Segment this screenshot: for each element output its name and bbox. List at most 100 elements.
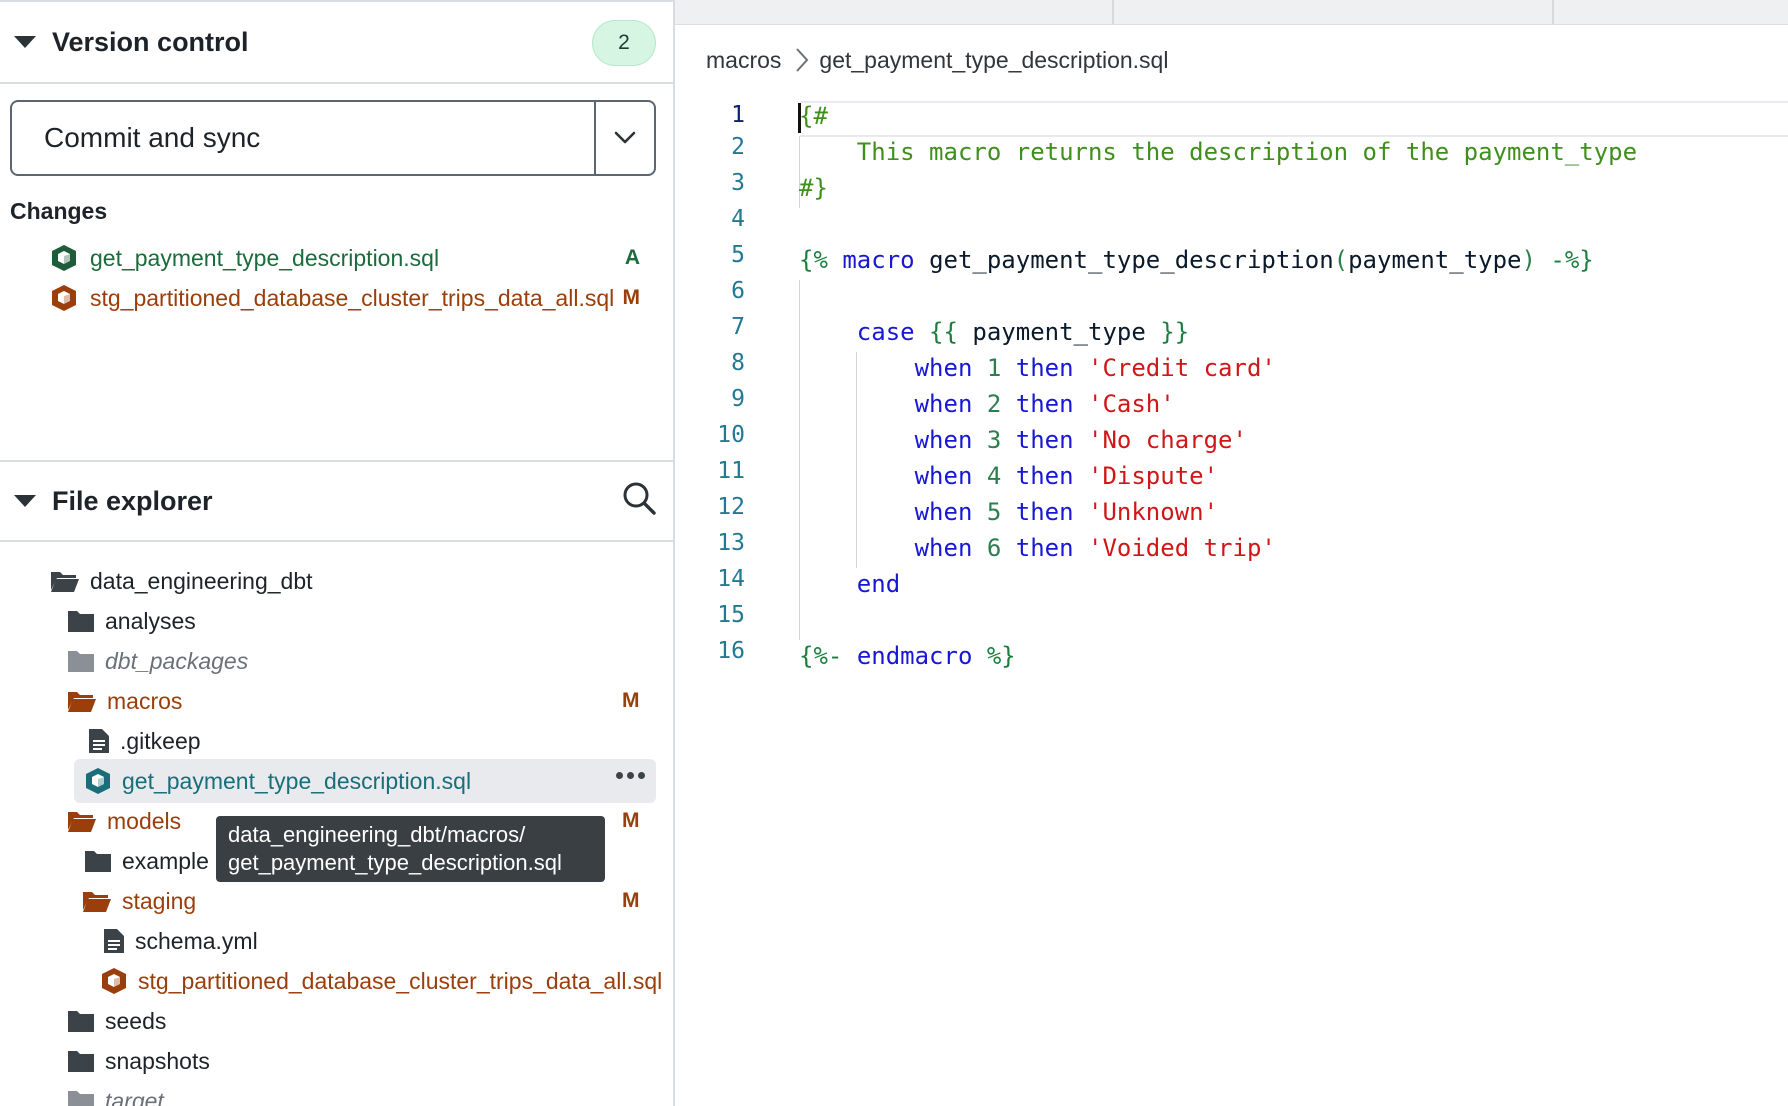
tree-label: target — [105, 1087, 164, 1106]
folder-open-icon — [83, 892, 111, 912]
commit-options-dropdown[interactable] — [594, 102, 654, 174]
tree-file-gitkeep[interactable]: .gitkeep — [88, 722, 201, 760]
indent-guide — [856, 352, 857, 568]
tree-folder-snapshots[interactable]: snapshots — [67, 1042, 210, 1080]
tree-file-schema[interactable]: schema.yml — [103, 922, 258, 960]
line-number: 1 — [731, 102, 745, 128]
tree-file-selected[interactable]: get_payment_type_description.sql — [84, 762, 471, 800]
changed-file-row[interactable]: get_payment_type_description.sql A — [50, 240, 650, 276]
line-number: 15 — [717, 602, 745, 628]
indent-guide — [799, 280, 800, 640]
model-cube-icon — [86, 768, 110, 794]
code-token: {% — [799, 246, 828, 274]
file-explorer-header[interactable]: File explorer — [0, 460, 673, 542]
code-token: then — [1015, 462, 1074, 490]
tree-folder-staging[interactable]: staging M — [82, 882, 647, 920]
code-token: then — [1015, 534, 1074, 562]
code-editor[interactable]: 1 2 3 4 5 6 7 8 9 10 11 12 13 14 15 16 {… — [675, 96, 1788, 1106]
code-token: 5 — [986, 498, 1002, 526]
code-token: then — [1015, 390, 1074, 418]
more-options-icon[interactable] — [616, 772, 645, 779]
model-cube-icon — [52, 245, 76, 271]
left-sidebar: Version control 2 Commit and sync Change… — [0, 0, 675, 1106]
code-token: {{ — [929, 318, 958, 346]
code-token: 'Cash' — [1088, 390, 1175, 418]
code-line: {%- endmacro %} — [799, 642, 1016, 670]
tree-folder-macros[interactable]: macros M — [67, 682, 647, 720]
commit-and-sync-button[interactable]: Commit and sync — [44, 122, 261, 153]
code-token: 'Dispute' — [1088, 462, 1219, 490]
code-token: when — [914, 498, 973, 526]
line-number: 6 — [731, 278, 745, 304]
search-icon[interactable] — [621, 480, 657, 516]
tooltip-line: data_engineering_dbt/macros/ — [228, 822, 526, 847]
chevron-right-icon — [796, 48, 809, 72]
code-token: end — [856, 570, 901, 598]
modified-status-badge: M — [622, 889, 640, 912]
code-token: get_payment_type_description — [929, 246, 1334, 274]
model-cube-icon — [52, 285, 76, 311]
tree-label: dbt_packages — [105, 647, 249, 674]
text-cursor — [798, 103, 801, 133]
code-line: This macro returns the description of th… — [799, 138, 1637, 166]
folder-icon — [68, 651, 94, 672]
folder-icon — [68, 1051, 94, 1072]
file-icon — [89, 729, 109, 753]
tree-label: snapshots — [105, 1047, 210, 1074]
changes-count-badge: 2 — [592, 20, 656, 66]
version-control-header[interactable]: Version control 2 — [0, 0, 673, 84]
code-token: {# — [799, 102, 828, 130]
code-line: when 6 then 'Voided trip' — [799, 534, 1276, 562]
tree-folder-target[interactable]: target — [67, 1082, 164, 1106]
tree-folder-example[interactable]: example — [84, 842, 209, 880]
code-line: {% macro get_payment_type_description(pa… — [799, 246, 1594, 274]
line-number: 7 — [731, 314, 745, 340]
tree-folder-models[interactable]: models M — [67, 802, 647, 840]
code-token: 'Unknown' — [1088, 498, 1219, 526]
tree-label: analyses — [105, 607, 196, 634]
code-line: when 1 then 'Credit card' — [799, 354, 1276, 382]
folder-icon — [68, 1091, 94, 1106]
code-line: #} — [799, 174, 828, 202]
tree-label: .gitkeep — [120, 727, 201, 754]
code-token: 6 — [986, 534, 1002, 562]
line-number: 16 — [717, 638, 745, 664]
modified-status-badge: M — [622, 286, 641, 309]
line-number: 9 — [731, 386, 745, 412]
tree-label: seeds — [105, 1007, 167, 1034]
tree-file-stg[interactable]: stg_partitioned_database_cluster_trips_d… — [100, 962, 662, 1000]
changed-file-row[interactable]: stg_partitioned_database_cluster_trips_d… — [50, 280, 650, 316]
line-number: 2 — [731, 134, 745, 160]
code-token: 'Credit card' — [1088, 354, 1276, 382]
code-token: 4 — [986, 462, 1002, 490]
breadcrumb-folder[interactable]: macros — [706, 46, 782, 73]
tree-label: models — [107, 807, 182, 834]
code-token: case — [856, 318, 915, 346]
code-line: when 5 then 'Unknown' — [799, 498, 1218, 526]
code-token: when — [914, 534, 973, 562]
changed-file-name: stg_partitioned_database_cluster_trips_d… — [90, 284, 615, 311]
tree-label: stg_partitioned_database_cluster_trips_d… — [138, 967, 663, 994]
dot — [616, 772, 623, 779]
code-token: when — [914, 390, 973, 418]
tree-folder-dbt-packages[interactable]: dbt_packages — [67, 642, 248, 680]
code-line: when 2 then 'Cash' — [799, 390, 1175, 418]
tree-folder-seeds[interactable]: seeds — [67, 1002, 166, 1040]
code-token: payment_type — [1348, 246, 1522, 274]
line-number: 4 — [731, 206, 745, 232]
code-token: then — [1015, 498, 1074, 526]
tree-folder-analyses[interactable]: analyses — [67, 602, 196, 640]
tree-folder-root[interactable]: data_engineering_dbt — [50, 562, 313, 600]
code-token: 'No charge' — [1088, 426, 1247, 454]
collapse-caret-icon[interactable] — [14, 36, 36, 48]
code-token: }} — [1160, 318, 1190, 346]
breadcrumb-file[interactable]: get_payment_type_description.sql — [819, 46, 1169, 73]
code-token: endmacro — [856, 642, 973, 670]
breadcrumb: macros get_payment_type_description.sql — [706, 42, 1168, 78]
code-token: when — [914, 462, 973, 490]
collapse-caret-icon[interactable] — [14, 495, 36, 507]
tooltip-line: get_payment_type_description.sql — [228, 850, 562, 875]
code-token: ) — [1521, 246, 1536, 274]
code-token: macro — [842, 246, 915, 274]
path-tooltip: data_engineering_dbt/macros/ get_payment… — [216, 816, 605, 882]
